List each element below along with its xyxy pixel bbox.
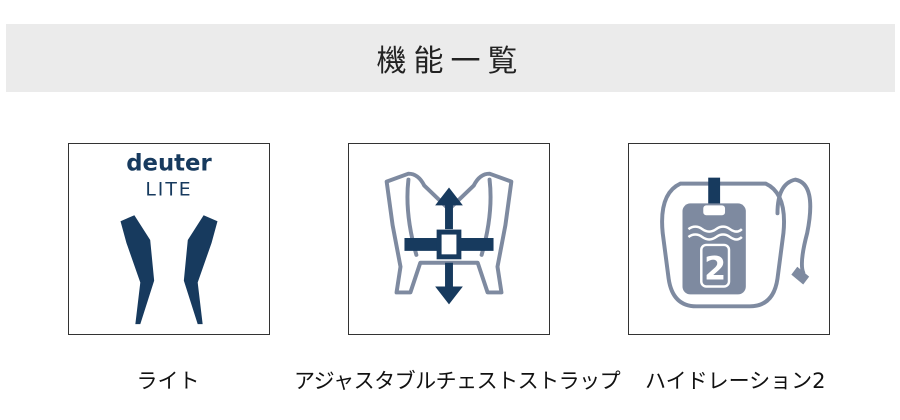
water-wave xyxy=(687,225,743,233)
number-badge-frame xyxy=(700,243,731,288)
feature-tile-hydration: 2 xyxy=(628,143,830,335)
header-bar: 機能一覧 xyxy=(6,24,895,92)
mouthpiece-shape xyxy=(791,266,810,285)
deuter-lite-icon: deuter LITE xyxy=(120,151,218,325)
right-strap-shape xyxy=(183,215,218,325)
hose-line xyxy=(775,177,813,275)
harness-outline xyxy=(384,171,514,295)
number-badge: 2 xyxy=(704,252,726,288)
arrow-up-icon xyxy=(435,187,463,230)
page-title: 機能一覧 xyxy=(376,44,525,79)
bag-outline xyxy=(660,181,786,309)
bladder-cap xyxy=(703,205,726,216)
hanging-strap xyxy=(708,177,721,214)
adjustable-chest-strap-icon xyxy=(384,171,514,305)
logo-sub-text: LITE xyxy=(145,179,192,200)
feature-caption-chest-strap: アジャスタブルチェストストラップ xyxy=(294,369,621,393)
feature-tile-lite: deuter LITE xyxy=(68,143,270,335)
arrow-down-icon xyxy=(435,262,463,305)
feature-tile-chest-strap xyxy=(348,143,550,335)
feature-caption-hydration: ハイドレーション2 xyxy=(645,369,826,393)
hydration-bladder-icon: 2 xyxy=(660,177,813,309)
feature-caption-lite: ライト xyxy=(136,369,200,393)
logo-brand-text: deuter xyxy=(126,151,212,177)
water-wave xyxy=(687,233,743,241)
buckle-icon xyxy=(436,229,462,260)
left-strap-shape xyxy=(120,215,155,325)
